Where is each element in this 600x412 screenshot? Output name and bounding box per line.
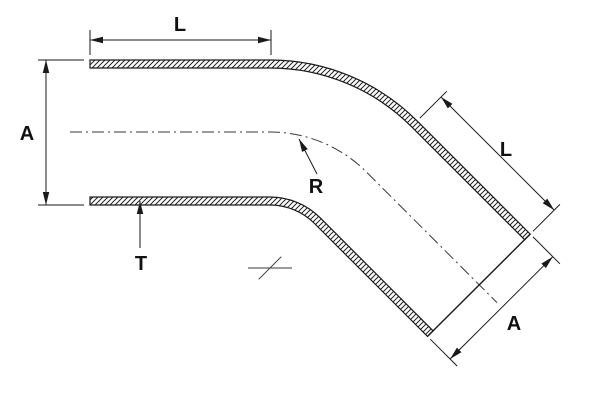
tube-centerline — [70, 131, 498, 303]
dimension-diameter-right: A — [429, 236, 561, 367]
label-length-angled: L — [500, 139, 512, 161]
label-diameter-right: A — [507, 313, 521, 335]
dimension-length-angled: L — [419, 90, 561, 232]
dimension-bend-radius: R — [298, 138, 324, 198]
label-diameter-left: A — [20, 123, 34, 145]
dimension-wall-thickness: T — [130, 196, 152, 275]
label-bend-radius: R — [309, 176, 324, 198]
dimension-diameter-left: A — [20, 59, 84, 206]
dimension-length-top: L — [89, 14, 272, 55]
bend-center-mark — [248, 256, 292, 280]
label-length-top: L — [174, 14, 186, 36]
label-wall-thickness: T — [135, 253, 147, 275]
